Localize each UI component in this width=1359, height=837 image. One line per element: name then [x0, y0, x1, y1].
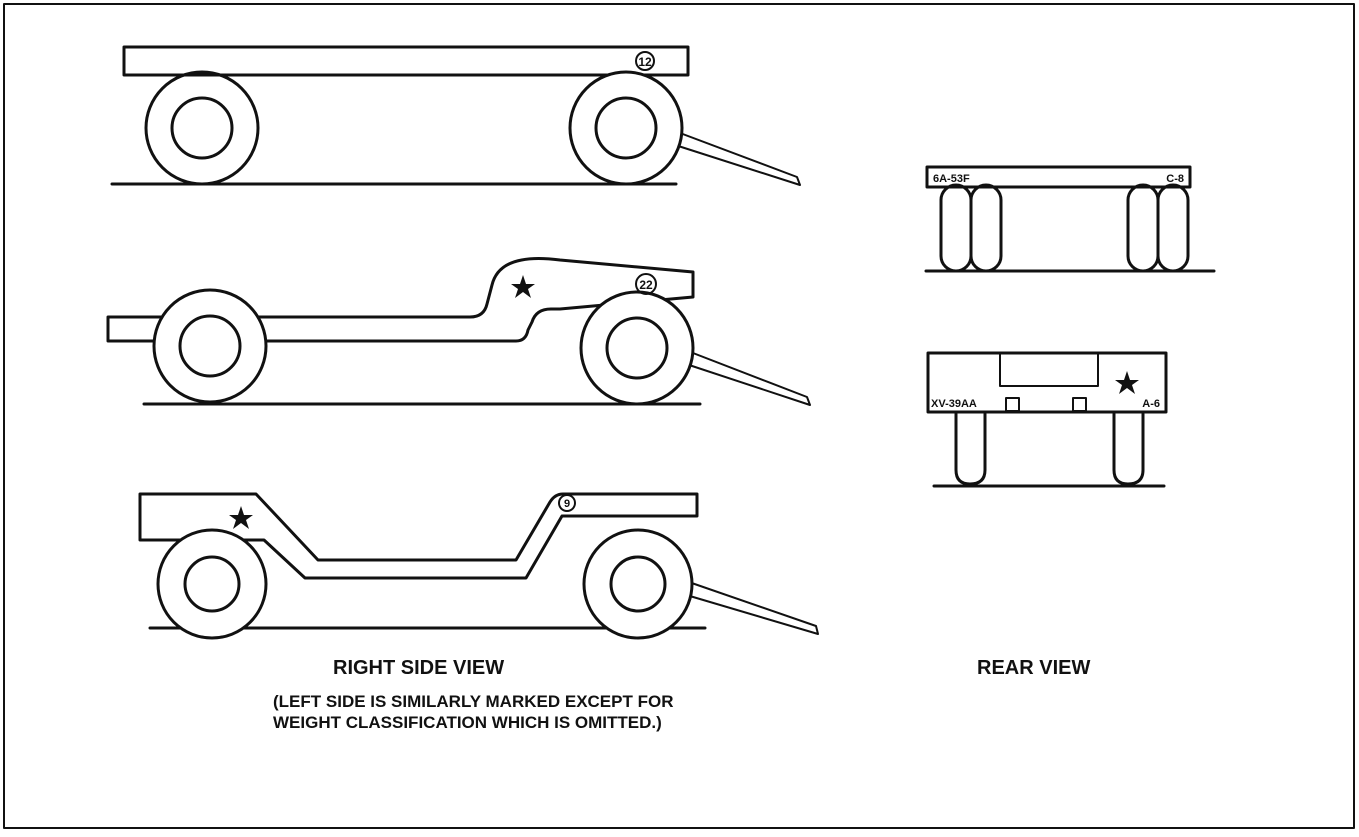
side-trailer-2: 22 [106, 256, 811, 406]
trailer-2-star-icon [511, 275, 535, 298]
trailer-3-weight-label: 9 [564, 498, 570, 510]
rear-2-panel [999, 352, 1099, 387]
rear-1-tire [969, 183, 1003, 273]
trailer-2-weight-label: 22 [639, 278, 653, 292]
rear-view-title: REAR VIEW [977, 657, 1091, 679]
trailer-2-bed [106, 256, 695, 343]
right-side-view-title: RIGHT SIDE VIEW [333, 657, 505, 679]
trailer-2-rear-wheel [152, 288, 268, 404]
trailer-2-tow-bar [679, 347, 811, 406]
trailer-1-front-wheel [568, 70, 684, 186]
rear-1-left-label: 6A-53F [933, 173, 970, 185]
trailer-3-bed [138, 492, 699, 580]
right-side-view-note-line-1: (LEFT SIDE IS SIMILARLY MARKED EXCEPT FO… [273, 692, 674, 711]
trailer-3-rear-wheel [156, 528, 268, 640]
rear-2-tire [954, 412, 987, 486]
rear-2-right-label: A-6 [1142, 398, 1160, 410]
trailer-3-weight-marker: 9 [558, 494, 576, 512]
trailer-3-tow-bar [682, 579, 819, 635]
rear-1-tire [1126, 183, 1160, 273]
rear-2-light [1072, 397, 1087, 412]
trailer-1-bed [122, 45, 690, 77]
rear-2-left-label: XV-39AA [931, 398, 977, 410]
trailer-1-weight-label: 12 [638, 55, 652, 69]
trailer-3-front-wheel [582, 528, 694, 640]
trailer-2-front-wheel [579, 290, 695, 406]
rear-1-right-label: C-8 [1166, 173, 1184, 185]
rear-1-tire [939, 183, 973, 273]
rear-2-star-icon [1115, 371, 1139, 394]
rear-1-bed [925, 165, 1192, 189]
trailer-3-star-icon [229, 506, 253, 529]
rear-2-light [1005, 397, 1020, 412]
side-trailer-3: 9 [138, 492, 819, 640]
side-trailer-1: 12 [110, 45, 801, 186]
rear-view-2: XV-39AA A-6 [926, 351, 1168, 488]
rear-view-1: 6A-53F C-8 [924, 165, 1216, 273]
diagram-frame [3, 3, 1355, 829]
trailer-1-rear-wheel [144, 70, 260, 186]
right-side-view-note-line-2: WEIGHT CLASSIFICATION WHICH IS OMITTED.) [273, 713, 662, 732]
trailer-2-weight-marker: 22 [635, 273, 657, 295]
rear-1-tire [1156, 183, 1190, 273]
trailer-1-tow-bar [671, 129, 801, 186]
trailer-1-weight-marker: 12 [635, 51, 655, 71]
rear-2-tire [1112, 412, 1145, 486]
